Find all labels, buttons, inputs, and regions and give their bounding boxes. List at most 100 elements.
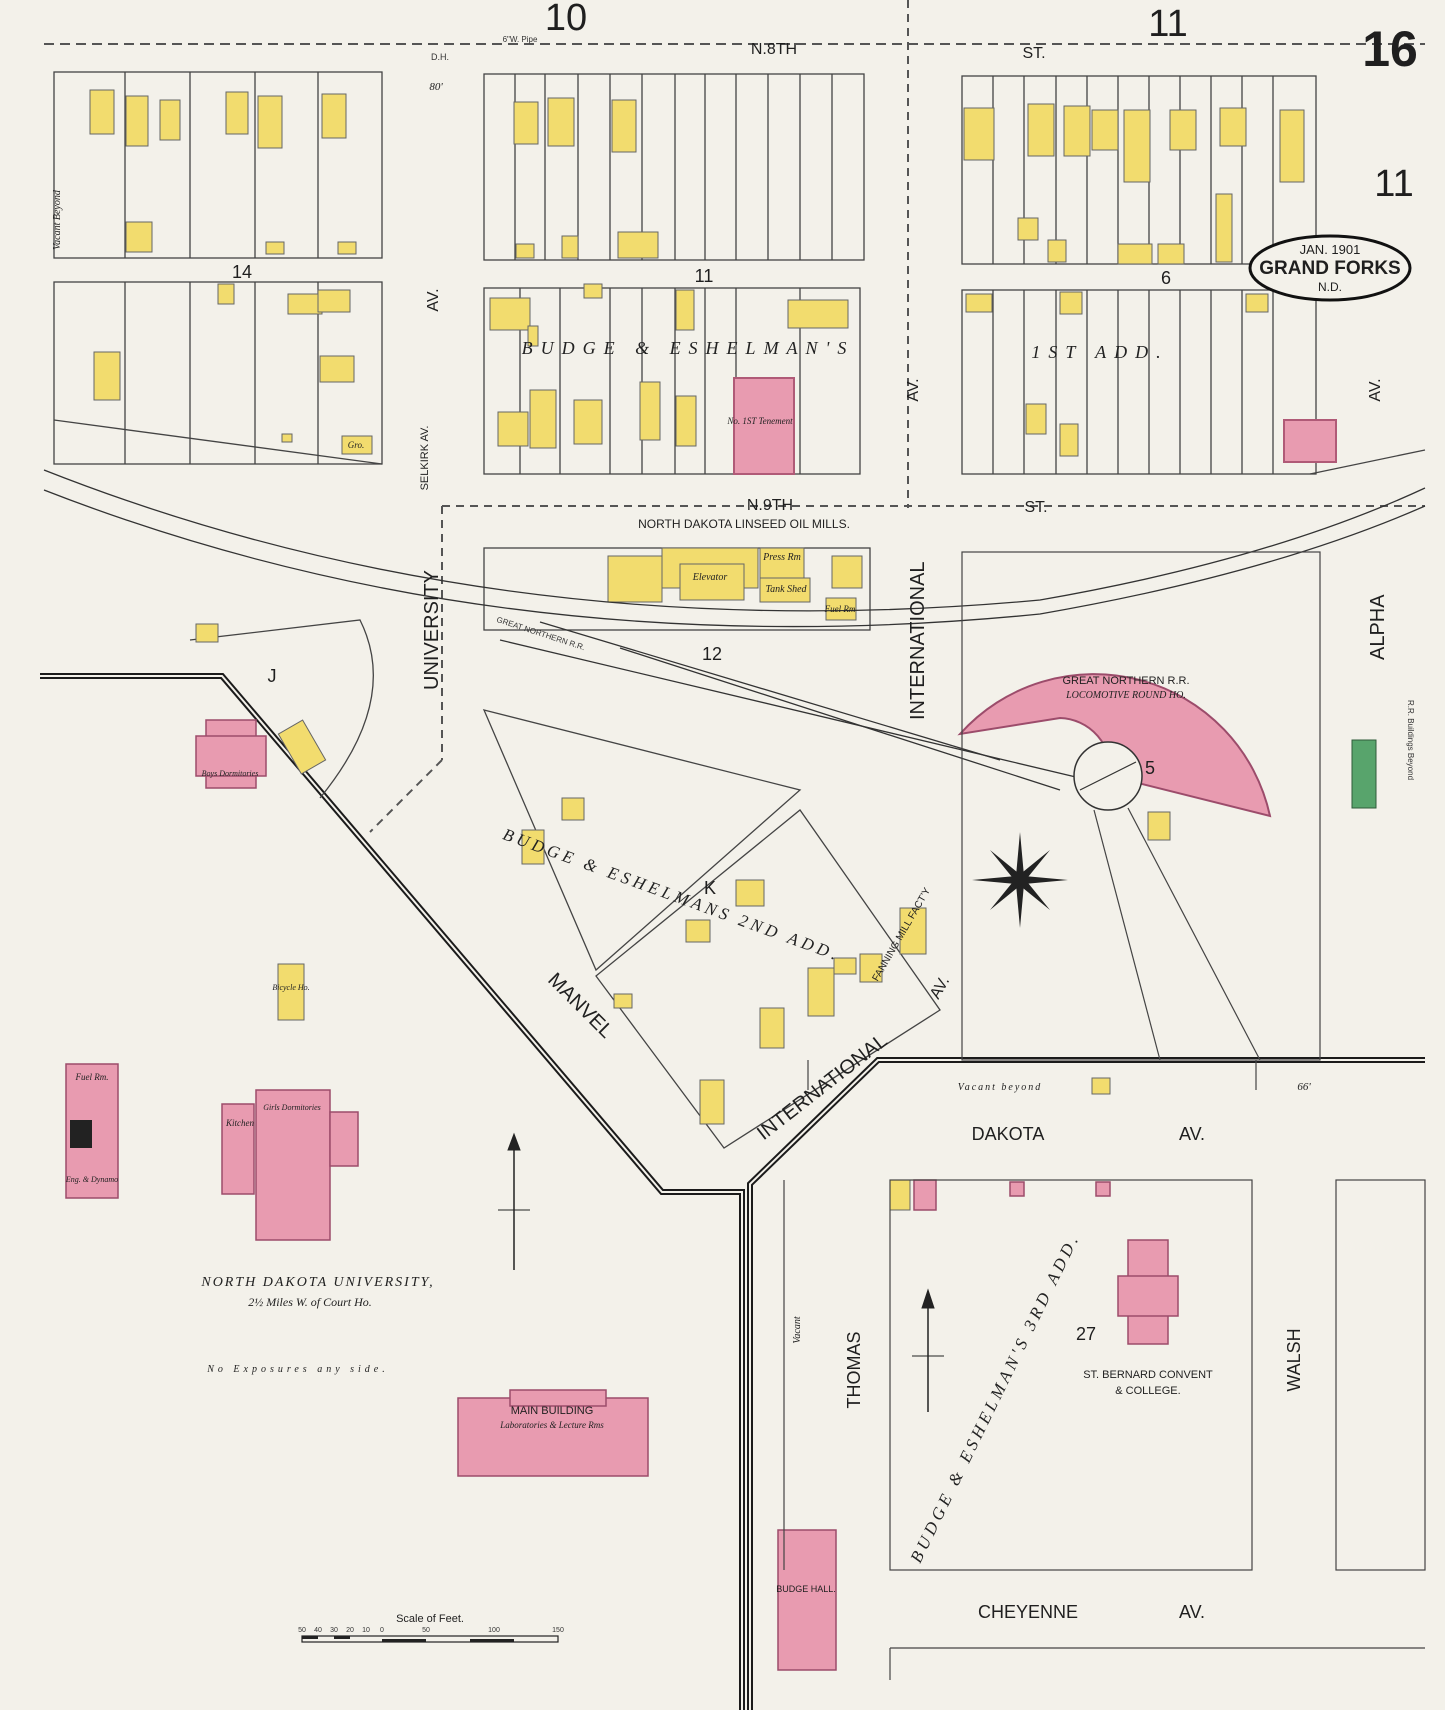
roundhouse-label-2: LOCOMOTIVE ROUND HO. [1065, 690, 1186, 701]
shed-building [787, 299, 849, 329]
kitchen-label: Kitchen [225, 1118, 254, 1128]
north-arrow-icon [498, 1132, 944, 1412]
bicycle-house-label: Bicycle Ho. [272, 983, 309, 992]
cartouche-date: JAN. 1901 [1300, 242, 1361, 257]
street-n8th: N.8TH [751, 41, 797, 58]
scale-tick-8: 150 [552, 1627, 564, 1634]
street-dakota: DAKOTA [972, 1124, 1045, 1144]
addition-1st-add: 1ST ADD. [1031, 342, 1168, 362]
boiler-block [70, 1120, 92, 1148]
block-14 [53, 71, 383, 465]
convent-label-1: ST. BERNARD CONVENT [1083, 1369, 1213, 1381]
cartouche-oval [1248, 234, 1412, 302]
rr-building-green [1351, 739, 1377, 809]
street-manvel: MANVEL [543, 969, 617, 1043]
block-number-27: 27 [1076, 1324, 1096, 1344]
rr-buildings-beyond: R.R. Buildings Beyond [1406, 700, 1415, 780]
roundhouse-label-1: GREAT NORTHERN R.R. [1062, 675, 1189, 687]
fuel-room-univ-label: Fuel Rm. [75, 1072, 109, 1082]
tenement-building [733, 377, 795, 475]
tank-shed-label: Tank Shed [765, 584, 807, 595]
street-international-av-bottom: AV. [927, 973, 953, 1002]
scale-label: Scale of Feet. [396, 1613, 464, 1625]
block-j-dwelling [277, 719, 327, 775]
fanning-mill-label: FANNING MILL FACT'Y [871, 886, 934, 984]
block-5-outline [961, 551, 1321, 1061]
adjacent-sheet-11-side: 11 [1374, 163, 1413, 205]
gnrr-track-label: GREAT NORTHERN R.R. [495, 615, 586, 652]
sheet-number: 16 [1362, 21, 1418, 77]
block-k-buildings [521, 797, 927, 1125]
compass-rose-icon [972, 832, 1068, 928]
scale-tick-3: 20 [346, 1627, 354, 1634]
scale-tick-4: 10 [362, 1627, 370, 1634]
university-buildings [65, 719, 1179, 1671]
main-building-sublabel: Laboratories & Lecture Rms [499, 1420, 604, 1430]
sheet-boundary-diag [369, 759, 443, 833]
dim-80: 80' [429, 81, 443, 93]
addition-budge-eshelman-1: BUDGE & ESHELMAN'S [522, 338, 855, 358]
no-exposures-note: No Exposures any side. [206, 1364, 389, 1375]
scale-tick-2: 30 [330, 1627, 338, 1634]
convent-label-2: & COLLEGE. [1115, 1385, 1180, 1397]
fuel-room-label: Fuel Rm [824, 604, 856, 614]
street-dakota-av: AV. [1179, 1124, 1205, 1144]
block-letter-k: K [704, 878, 716, 898]
block-letter-j: J [268, 666, 277, 686]
cartouche-city: GRAND FORKS [1259, 258, 1400, 279]
adjacent-sheet-10: 10 [545, 0, 587, 39]
great-northern-railroad [43, 469, 1426, 791]
block-j-shed [195, 623, 219, 643]
block-number-12: 12 [702, 644, 722, 664]
water-pipe-label: 6"W. Pipe [503, 35, 538, 44]
addition-3rd: BUDGE & ESHELMAN'S 3RD ADD. [907, 1229, 1084, 1565]
block-number-14: 14 [232, 262, 252, 282]
adjacent-sheet-11: 11 [1148, 3, 1187, 45]
boys-dorm-label: Boys Dormitories [202, 769, 259, 778]
street-st-top: ST. [1022, 45, 1045, 62]
dh-label: D.H. [431, 52, 449, 62]
street-selkirk: SELKIRK AV. [419, 426, 431, 491]
vacant-beyond-top: Vacant Beyond [52, 189, 63, 250]
budge-hall-label: BUDGE HALL. [776, 1584, 836, 1594]
street-alpha: ALPHA [1367, 594, 1389, 660]
vacant-beyond-dakota: Vacant beyond [958, 1082, 1043, 1093]
press-room-label: Press Rm [762, 552, 801, 563]
oil-mills-label: NORTH DAKOTA LINSEED OIL MILLS. [638, 517, 850, 531]
vacant-thomas: Vacant [792, 1316, 803, 1343]
street-walsh: WALSH [1284, 1328, 1304, 1391]
street-alpha-av: AV. [1367, 378, 1384, 401]
grocery-label: Gro. [348, 440, 364, 450]
scale-tick-0: 50 [298, 1627, 306, 1634]
street-international-top: INTERNATIONAL [907, 561, 929, 720]
university-distance: 2½ Miles W. of Court Ho. [248, 1295, 372, 1309]
scale-bar [301, 1635, 559, 1643]
engine-dynamo-label: Eng. & Dynamo [65, 1175, 118, 1184]
cartouche-state: N.D. [1318, 280, 1342, 294]
street-international-bottom: INTERNATIONAL [753, 1030, 891, 1145]
street-cheyenne: CHEYENNE [978, 1602, 1078, 1622]
street-st-mid: ST. [1024, 499, 1047, 516]
block-number-11: 11 [695, 266, 714, 286]
dim-66: 66' [1297, 1081, 1311, 1093]
girls-dorm-label: Girls Dormitories [263, 1103, 321, 1112]
street-university-av: AV. [425, 288, 442, 311]
elevator-label: Elevator [692, 572, 728, 583]
track-from-turntable [1127, 807, 1261, 1061]
scale-tick-7: 100 [488, 1627, 500, 1634]
addition-2nd: BUDGE & ESHELMANS 2ND ADD. [500, 825, 843, 965]
scale-tick-6: 50 [422, 1627, 430, 1634]
university-title: NORTH DAKOTA UNIVERSITY, [200, 1275, 434, 1290]
block-j-outline [189, 619, 374, 799]
street-cheyenne-av: AV. [1179, 1602, 1205, 1622]
shed-vacant-beyond [1091, 1077, 1111, 1095]
brick-dwelling [1283, 419, 1337, 463]
bicycle-house [277, 963, 305, 1021]
oil-mills-buildings [607, 547, 863, 621]
frame-dwellings [89, 89, 1305, 457]
block-number-6: 6 [1161, 268, 1171, 288]
scale-tick-1: 40 [314, 1627, 322, 1634]
